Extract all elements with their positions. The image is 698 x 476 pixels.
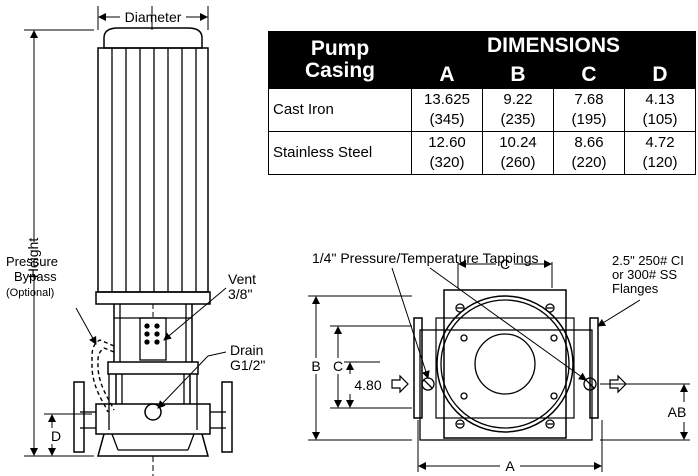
plan-outlet-flange <box>589 317 599 419</box>
ab-dimension-label: AB <box>668 404 687 420</box>
vent-label-1: Vent <box>228 271 256 287</box>
cell-inches: 9.22 <box>503 91 533 108</box>
cell-mm: (120) <box>642 154 678 171</box>
table-cell: 9.22 (235) <box>482 88 554 132</box>
flanges-label-3: Flanges <box>612 281 659 296</box>
table-cell: 7.68 (195) <box>553 88 625 132</box>
table-cell: 4.13 (105) <box>624 88 696 132</box>
header-pump-line: Pump <box>310 37 370 60</box>
a-dimension-label: A <box>505 458 515 474</box>
c-top-label: C <box>500 256 510 272</box>
header-casing-line: Casing <box>304 59 375 82</box>
cell-inches: 10.24 <box>499 134 537 151</box>
table-cell: 4.72 (120) <box>624 131 696 175</box>
drain-label-1: Drain <box>230 342 263 358</box>
cell-mm: (195) <box>571 111 607 128</box>
pressure-bypass-label-1: Pressure <box>6 254 58 269</box>
table-row: Stainless Steel 12.60 (320) 10.24 (260) 8.… <box>268 131 696 175</box>
tapping-port-right <box>583 377 597 391</box>
table-cell: 13.625 (345) <box>411 88 483 132</box>
tappings-label: 1/4" Pressure/Temperature Tappings <box>312 250 539 266</box>
cell-inches: 12.60 <box>428 134 466 151</box>
pump-housing-square <box>443 289 567 439</box>
header-col-d: D <box>624 60 696 89</box>
b-dimension-label: B <box>311 358 320 374</box>
pump-base <box>95 403 211 435</box>
cell-mm: (320) <box>429 154 465 171</box>
pump-chamber <box>474 333 536 395</box>
pressure-bypass-tube <box>91 339 115 413</box>
drain-plug <box>144 403 162 421</box>
table-cell: 8.66 (220) <box>553 131 625 175</box>
flow-arrow-in <box>391 374 409 394</box>
dim-480-label: 4.80 <box>354 377 381 393</box>
header-col-a: A <box>411 60 483 89</box>
height-label: Height <box>25 238 41 279</box>
table-row: Cast Iron 13.625 (345) 9.22 (235) 7.68 (195… <box>268 88 696 132</box>
cell-inches: 13.625 <box>424 91 470 108</box>
header-col-b: B <box>482 60 554 89</box>
motor-outline <box>436 295 574 433</box>
cell-mm: (235) <box>500 111 536 128</box>
pressure-bypass-label-2: Bypass <box>14 269 57 284</box>
header-dimensions: DIMENSIONS <box>411 31 696 61</box>
outlet-flange <box>221 381 233 453</box>
table-cell: 10.24 (260) <box>482 131 554 175</box>
plan-view <box>308 260 690 472</box>
diameter-label: Diameter <box>125 9 182 25</box>
cell-inches: 8.66 <box>574 134 604 151</box>
row-name: Stainless Steel <box>268 131 412 175</box>
cell-mm: (260) <box>500 154 536 171</box>
base-plate <box>419 329 593 441</box>
table-cell: 12.60 (320) <box>411 131 483 175</box>
flanges-label-1: 2.5" 250# CI <box>612 253 684 268</box>
flow-arrow-out <box>609 374 627 394</box>
header-pump-casing: Pump Casing <box>268 31 412 89</box>
d-dimension-label: D <box>51 428 61 444</box>
motor-body <box>97 47 209 293</box>
pressure-bypass-label-3: (Optional) <box>6 287 54 299</box>
cell-mm: (220) <box>571 154 607 171</box>
side-elevation-view <box>24 6 233 476</box>
coupling <box>139 317 167 361</box>
vent-label-2: 3/8" <box>228 286 252 302</box>
cell-inches: 7.68 <box>574 91 604 108</box>
cell-inches: 4.72 <box>645 134 675 151</box>
inlet-flange <box>73 381 85 453</box>
cell-inches: 4.13 <box>645 91 675 108</box>
row-name: Cast Iron <box>268 88 412 132</box>
c-side-label: C <box>333 358 343 374</box>
dimensions-table: Pump Casing DIMENSIONS A B C D Cast Iron… <box>268 31 696 175</box>
plan-inlet-flange <box>413 317 423 419</box>
flanges-label-2: or 300# SS <box>612 267 677 282</box>
motor-fan-cover <box>103 27 203 49</box>
cell-mm: (345) <box>429 111 465 128</box>
pump-head <box>107 361 199 375</box>
cell-mm: (105) <box>642 111 678 128</box>
drain-label-2: G1/2" <box>230 357 265 373</box>
motor-flange <box>95 291 211 305</box>
header-col-c: C <box>553 60 625 89</box>
base-foot <box>97 433 209 457</box>
